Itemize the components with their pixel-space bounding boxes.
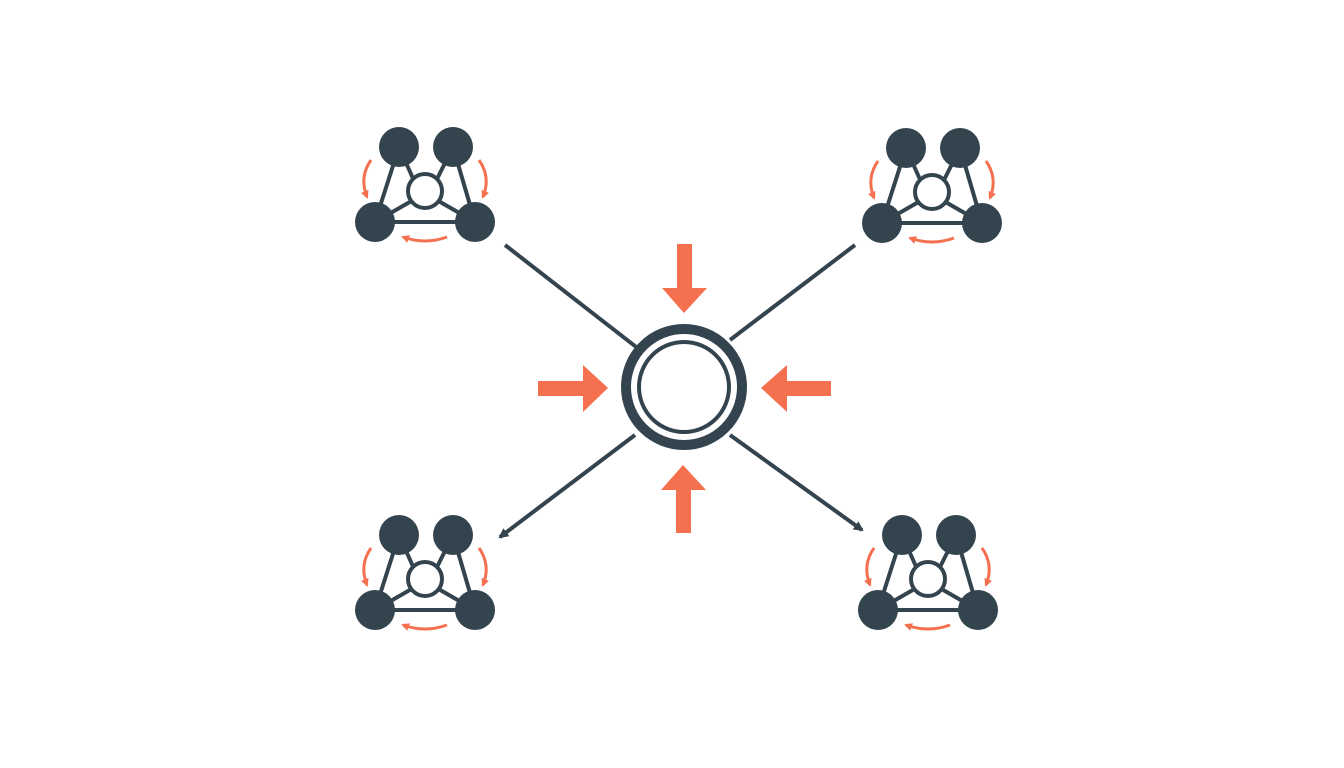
cluster-bottom-left-icon <box>355 515 495 630</box>
connector-top-right <box>728 243 857 342</box>
cluster-bottom-right-icon <box>858 515 998 630</box>
arrow-bottom-icon <box>661 465 706 533</box>
cluster-top-right-icon <box>862 128 1002 243</box>
connector-top-left <box>503 243 642 352</box>
cluster-top-left-icon <box>355 127 495 242</box>
arrow-top-icon <box>662 244 707 313</box>
connector-bottom-left <box>498 433 637 539</box>
arrow-left-icon <box>538 365 608 412</box>
center-ring-icon <box>621 324 747 450</box>
connector-bottom-right <box>728 433 864 532</box>
arrow-right-icon <box>761 365 831 412</box>
